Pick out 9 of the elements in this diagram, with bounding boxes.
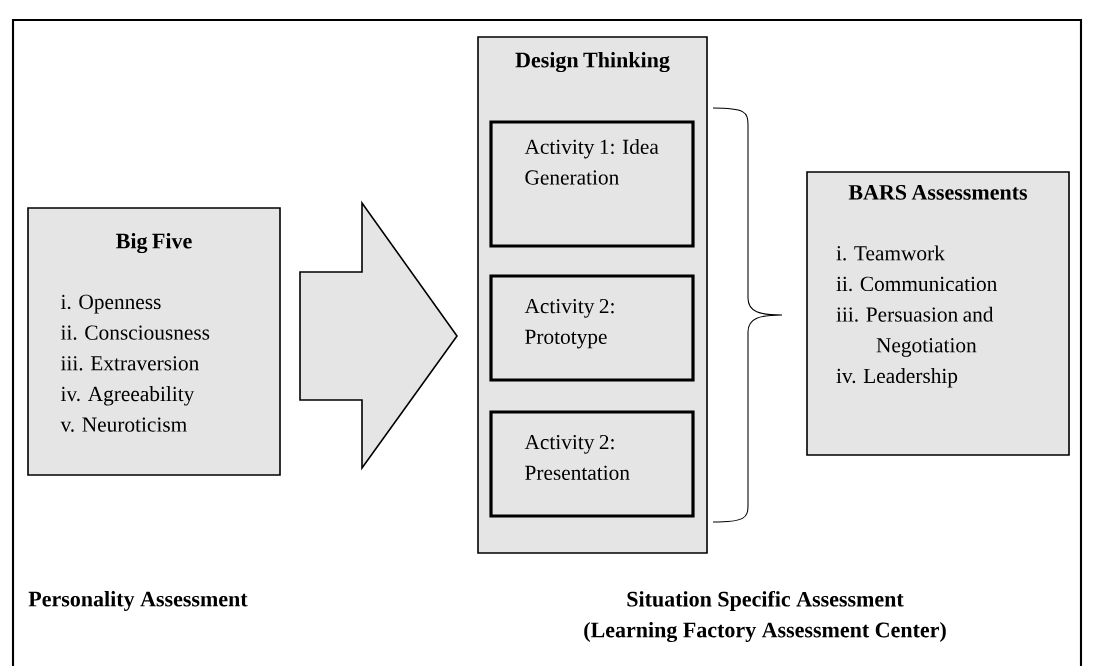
assessment-box: BARS Assessments i. Teamwork ii. Communication iii. Persuasion and Negotiation iv. Leadership — [806, 171, 1070, 456]
activity-box: Activity 2: Presentation — [489, 410, 695, 518]
trait-box: Big Five i. Openness ii. Consciousness iii. Extraversion iv. Agreeability v. Neuroticism — [27, 207, 281, 476]
activity-box: Activity 2: Prototype — [489, 274, 695, 382]
activity-box: Activity 1: Idea Generation — [489, 120, 695, 248]
caption-text: Situation Specific Assessment — [627, 590, 904, 612]
caption-text: Personality Assessment — [28, 591, 248, 611]
block-arrow — [299, 200, 458, 471]
caption-text: (Learning Factory Assessment Center) — [584, 621, 946, 643]
